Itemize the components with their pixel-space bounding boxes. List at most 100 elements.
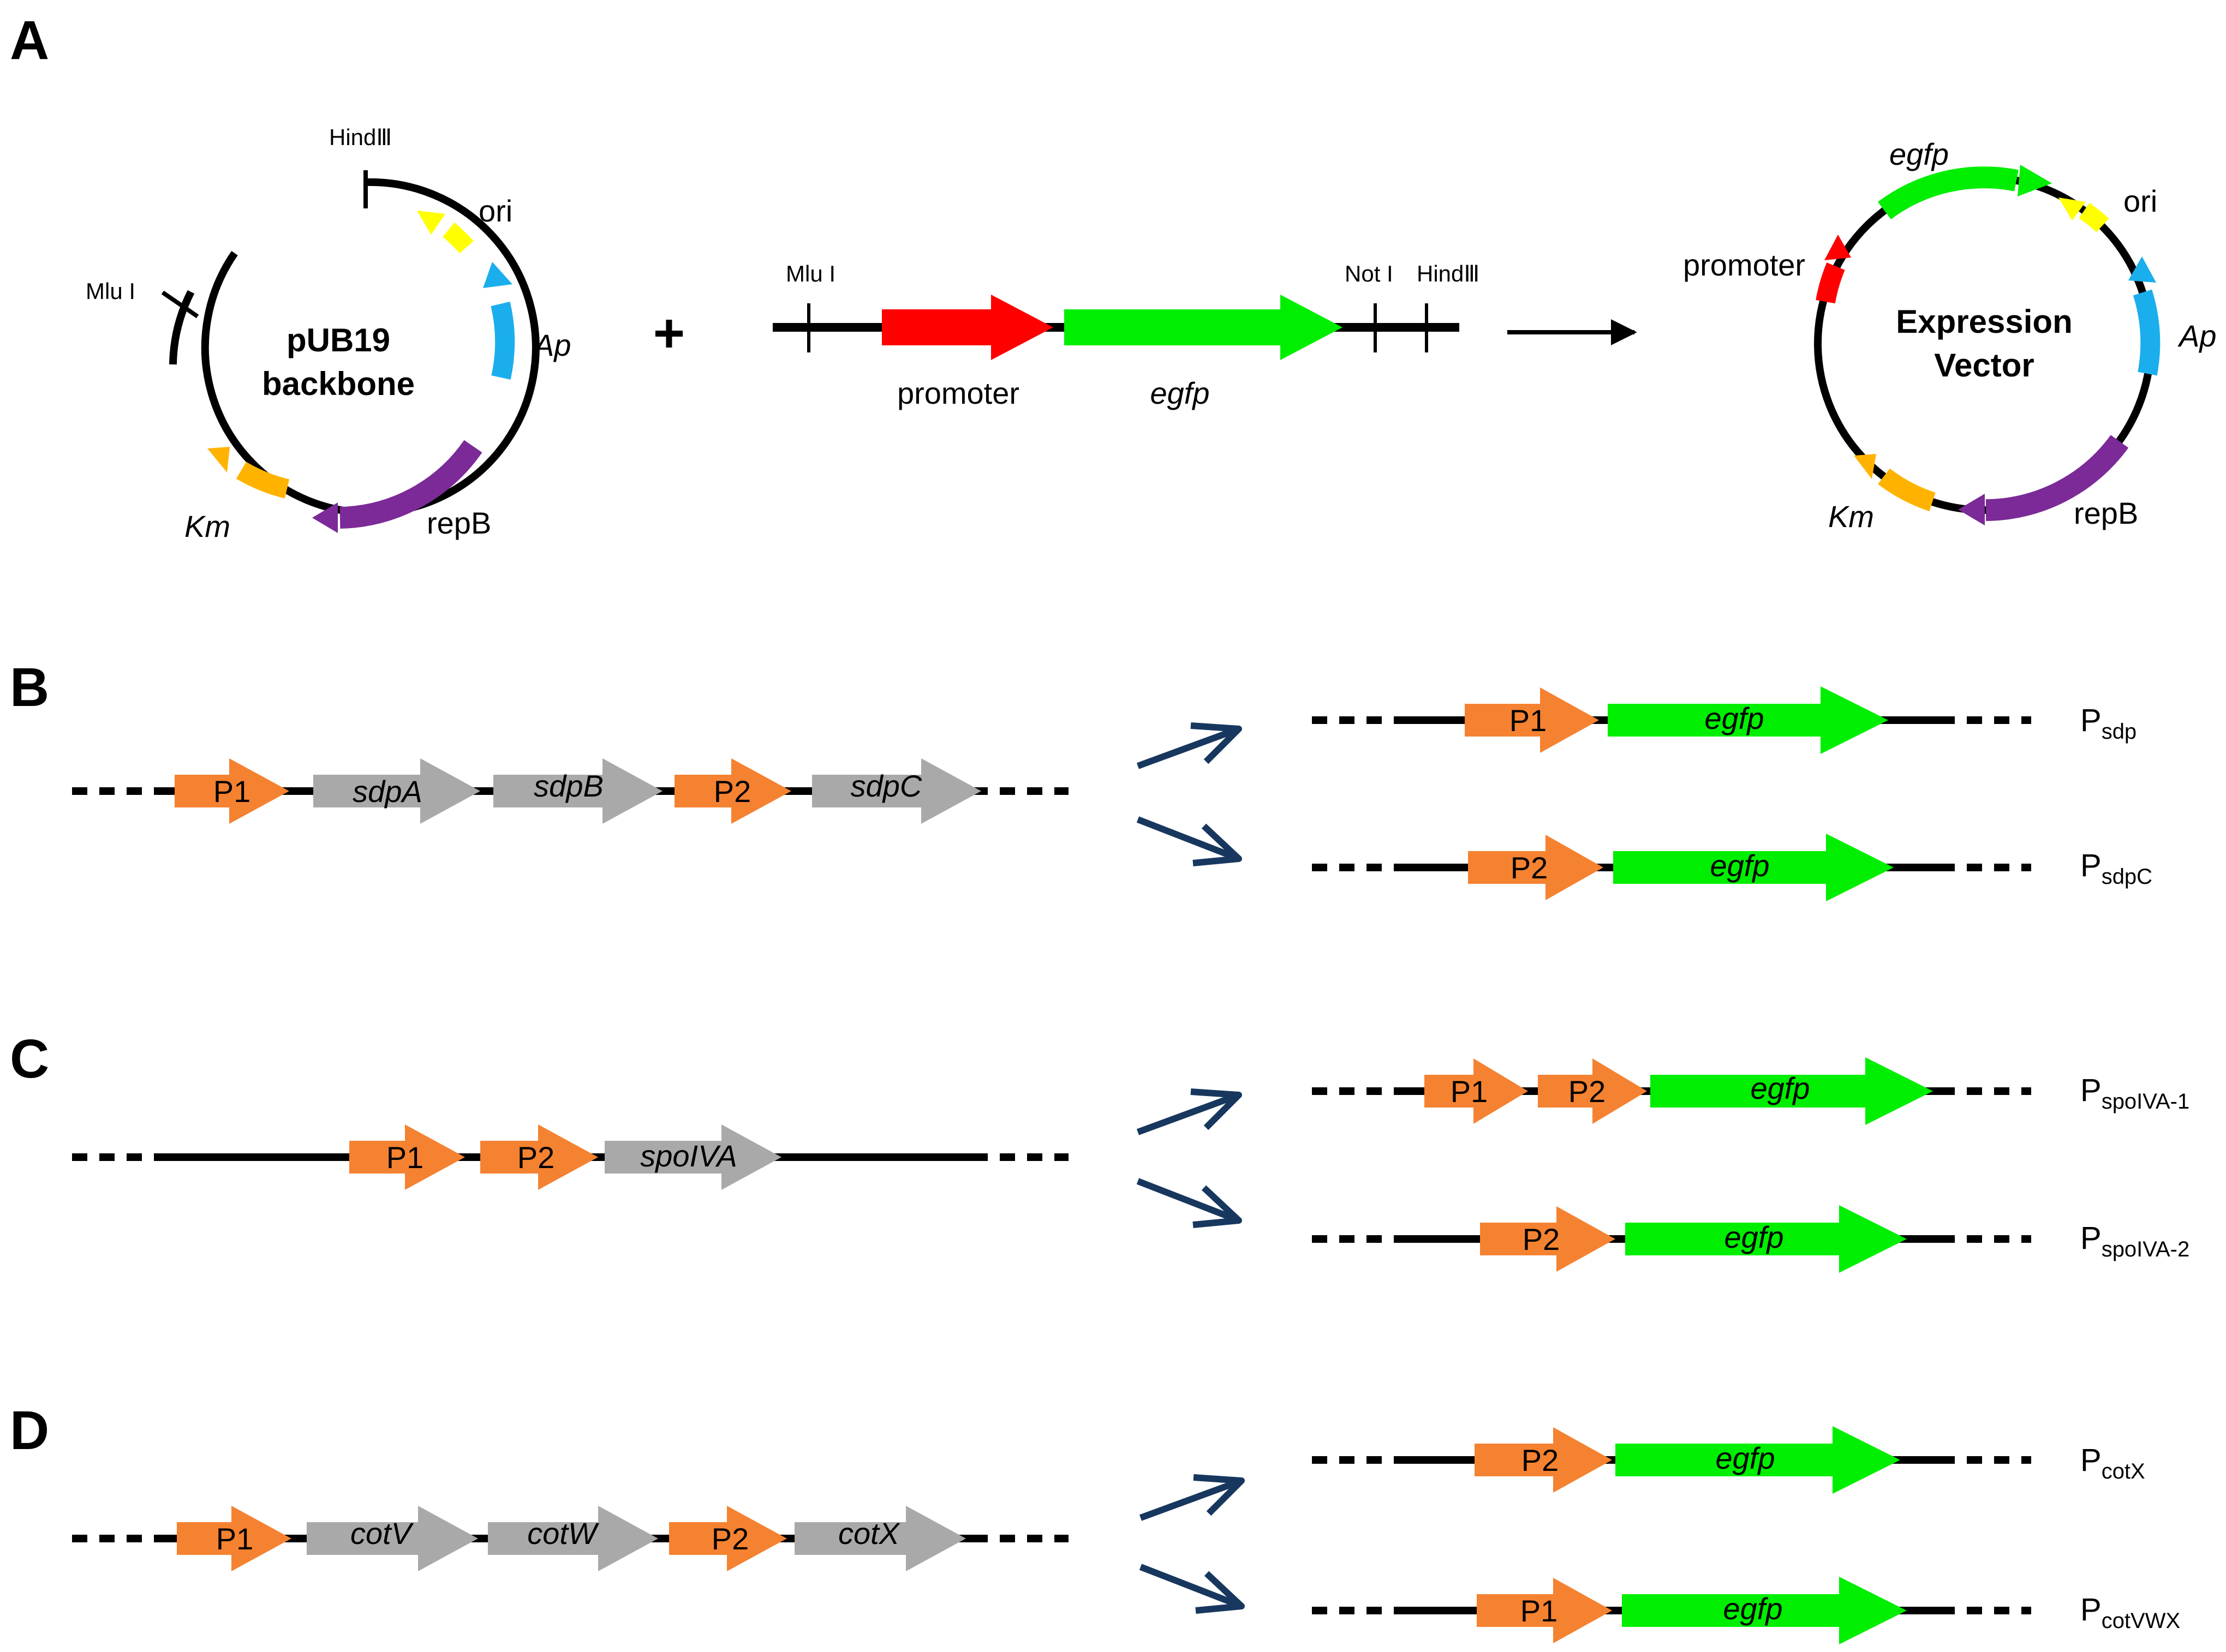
construct-c1-egfp-label: egfp (1751, 1071, 1810, 1105)
construct-b1-name: Psdp (2080, 703, 2137, 744)
plasmid-pub19: pUB19 backbone HindⅢ Mlu I ori Ap repB K… (86, 124, 571, 543)
plasmid1-name-line1: pUB19 (287, 322, 390, 358)
panel-d: D P1 cotV cotW P2 cotX P2 (10, 1400, 2180, 1644)
plasmid1-ap-head (483, 262, 512, 288)
plasmid2-egfp-label: egfp (1889, 137, 1949, 171)
plasmid2-repb-head (1958, 494, 1985, 525)
construct-b1-promoter-arrow (1465, 687, 1599, 753)
insert-hind-label: HindⅢ (1417, 261, 1479, 286)
construct-d2-promoter-arrow (1477, 1578, 1612, 1643)
panel-label-b: B (10, 657, 49, 718)
panel-c-construct-1: P1 P2 egfp PspoIVA-1 (1312, 1057, 2189, 1125)
plasmid2-ori-label: ori (2123, 184, 2157, 218)
construct-c2-name: PspoIVA-2 (2080, 1220, 2189, 1261)
plasmid2-km-body (1878, 468, 1936, 512)
source-b-p2-arrow (675, 758, 791, 824)
plasmid1-mlu-label: Mlu I (86, 278, 135, 304)
plasmid2-promoter-body (1816, 262, 1845, 304)
plasmid2-ap-body (2133, 289, 2161, 376)
plasmid-expression-vector: Expression Vector egfp ori promoter Ap K… (1683, 137, 2217, 534)
construct-c2-p-label: P2 (1523, 1222, 1560, 1256)
construct-b2-p-label: P2 (1511, 851, 1548, 885)
source-b-sdpb-label: sdpB (534, 769, 604, 803)
construct-c1-egfp-arrow (1650, 1057, 1933, 1125)
construct-b1-egfp-label: egfp (1705, 701, 1764, 735)
panel-label-a: A (10, 10, 49, 71)
construct-b2-name: PsdpC (2080, 848, 2152, 889)
plasmid1-repb-head (312, 502, 338, 533)
plasmid1-ori-head (417, 211, 445, 235)
blue-arrow-c-down-shaft (1136, 1178, 1240, 1224)
source-c-p2-label: P2 (517, 1140, 555, 1175)
insert-mlu-label: Mlu I (786, 261, 836, 286)
plasmid1-name-line2: backbone (262, 366, 415, 402)
plasmid2-repb-body (1985, 435, 2129, 521)
blue-arrow-c-down-head (1192, 1185, 1242, 1228)
source-d-cotv-label: cotV (350, 1516, 414, 1551)
plasmid2-ori-head (2058, 197, 2086, 220)
source-d-p2-arrow (669, 1506, 787, 1571)
construct-b1-p-label: P1 (1509, 703, 1547, 738)
blue-arrow-b-down-head (1192, 823, 1242, 866)
insert-promoter-label: promoter (897, 376, 1019, 410)
construct-d2-egfp-arrow (1622, 1577, 1907, 1644)
source-c-p1-label: P1 (386, 1140, 424, 1175)
plasmid2-km-label: Km (1828, 499, 1874, 534)
source-b-sdpa-arrow (313, 758, 480, 824)
source-d-p2-label: P2 (712, 1522, 749, 1556)
plasmid1-repb-body (339, 440, 482, 529)
source-b-sdpa-label: sdpA (353, 774, 422, 809)
construct-d1-egfp-arrow (1615, 1426, 1900, 1494)
source-c-spoiva-arrow (605, 1124, 781, 1190)
source-b-p1-arrow (175, 758, 289, 824)
plasmid2-repb-label: repB (2074, 496, 2138, 530)
plasmid1-backbone-main (201, 178, 540, 517)
construct-c2-promoter-arrow (1480, 1206, 1615, 1272)
source-b-p2-label: P2 (714, 774, 751, 809)
blue-arrow-b-up-shaft (1136, 726, 1240, 769)
plasmid1-km-label: Km (184, 509, 230, 543)
source-b-sdpb-arrow (493, 758, 663, 824)
plasmid1-hind-label: HindⅢ (329, 124, 392, 150)
construct-b1-egfp-arrow (1608, 686, 1888, 754)
blue-arrow-d-down-shaft (1139, 1564, 1243, 1609)
panel-b-construct-1: P1 egfp Psdp (1312, 686, 2137, 754)
plasmid2-name-line2: Vector (1934, 347, 2034, 384)
construct-c2-egfp-label: egfp (1724, 1220, 1784, 1254)
panel-c-source: P1 P2 spoIVA (72, 1124, 1069, 1190)
panel-b-construct-2: P2 egfp PsdpC (1312, 834, 2152, 901)
panel-label-c: C (10, 1028, 49, 1090)
blue-arrow-d-up-shaft (1139, 1477, 1243, 1521)
source-c-spoiva-label: spoIVA (640, 1139, 737, 1173)
plus-sign: + (653, 303, 685, 364)
blue-arrow-b-up-head (1190, 722, 1242, 764)
panel-b: B P1 sdpA sdpB P2 sdpC P1 (10, 657, 2152, 901)
source-d-cotx-label: cotX (838, 1516, 901, 1551)
plasmid2-ap-head (2128, 256, 2156, 283)
construct-c1-p2-arrow (1538, 1058, 1647, 1124)
source-d-cotx-arrow (795, 1506, 966, 1571)
construct-d2-name: PcotVWX (2080, 1592, 2180, 1633)
source-d-cotw-arrow (488, 1506, 658, 1571)
insert-egfp-label: egfp (1150, 376, 1210, 410)
insert-fragment: Mlu I Not I HindⅢ promoter egfp (773, 261, 1479, 410)
construct-d1-name: PcotX (2080, 1442, 2145, 1483)
plasmid1-ori-body (442, 222, 474, 254)
plasmid2-ori-body (2079, 202, 2109, 232)
insert-not-label: Not I (1345, 261, 1393, 286)
construct-b2-promoter-arrow (1468, 835, 1603, 900)
panel-d-construct-2: P1 egfp PcotVWX (1312, 1577, 2180, 1644)
source-b-sdpc-label: sdpC (851, 769, 922, 803)
plasmid2-egfp-head (2018, 165, 2052, 196)
construct-b2-egfp-label: egfp (1710, 848, 1770, 883)
construct-c1-p2-label: P2 (1568, 1074, 1606, 1109)
panel-label-d: D (10, 1400, 49, 1461)
source-d-cotw-label: cotW (527, 1516, 600, 1551)
panel-b-arrows (1136, 722, 1242, 866)
plasmid1-repb-label: repB (427, 506, 491, 540)
panel-a: A pUB19 backbone HindⅢ Mlu I ori Ap repB… (10, 10, 2217, 543)
plasmid2-ap-label: Ap (2177, 319, 2217, 353)
plasmid1-km-body (236, 462, 290, 499)
construct-c1-name: PspoIVA-1 (2080, 1073, 2189, 1114)
